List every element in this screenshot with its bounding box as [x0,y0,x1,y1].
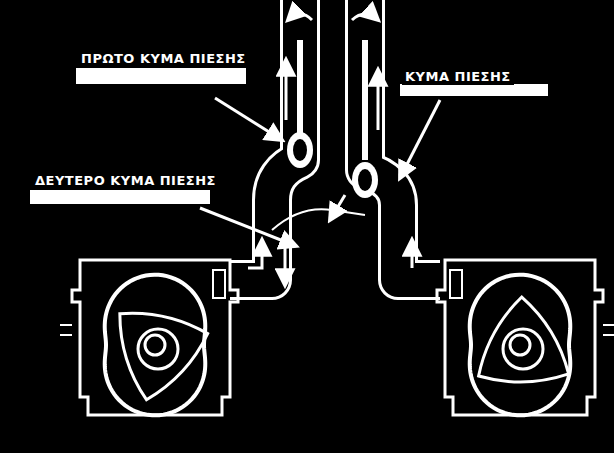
flow-arrow [285,60,288,120]
housing-outline [437,260,603,415]
part-label: ΔΕΥΤΕΡΟ ΚΥΜΑ ΠΙΕΣΗΣ [32,172,219,189]
pipe-inside [365,0,440,280]
leader-lines [200,98,440,246]
label-bars [30,68,548,204]
trochoid-chamber [470,275,571,416]
rotor-housings [60,260,614,415]
rotor [120,313,208,400]
label-bar [76,68,246,84]
pipe-wall [272,209,365,230]
leader-line [400,100,440,178]
pressure-wave [293,139,307,161]
pipe-divider [362,40,368,160]
eccentric-shaft [145,335,165,355]
rotor-housing [60,260,238,415]
rotor [479,297,569,382]
leader-line [200,208,296,246]
stud [603,324,614,326]
housing-outline [72,260,238,415]
exhaust-manifold [230,0,440,280]
pressure-wave [287,132,313,168]
flow-arrow [288,14,312,20]
flow-arrow [248,240,262,268]
flow-arrows [248,14,412,285]
flow-arrow [352,14,378,20]
pressure-waves [287,132,378,198]
part-label: ΠΡΩΤΟ ΚΥΜΑ ΠΙΕΣΗΣ [78,50,249,67]
stud [603,334,614,336]
rotor-housing [437,260,614,415]
exhaust-port [213,270,225,298]
leader-line [215,98,282,140]
flow-arrow [377,70,380,130]
flow-arrow [411,240,414,268]
pressure-wave [352,162,378,198]
eccentric-shaft [510,335,530,355]
stud [60,334,72,336]
pressure-wave [358,169,372,191]
rotor-gear [503,329,543,369]
pipe-outline [365,0,440,280]
stud [60,324,72,326]
label-bar [30,190,210,204]
rotor-gear [138,329,178,369]
exhaust-port [450,270,462,298]
part-label: ΚΥΜΑ ΠΙΕΣΗΣ [402,68,514,85]
label-bar [400,84,548,96]
flow-arrow [330,195,345,220]
